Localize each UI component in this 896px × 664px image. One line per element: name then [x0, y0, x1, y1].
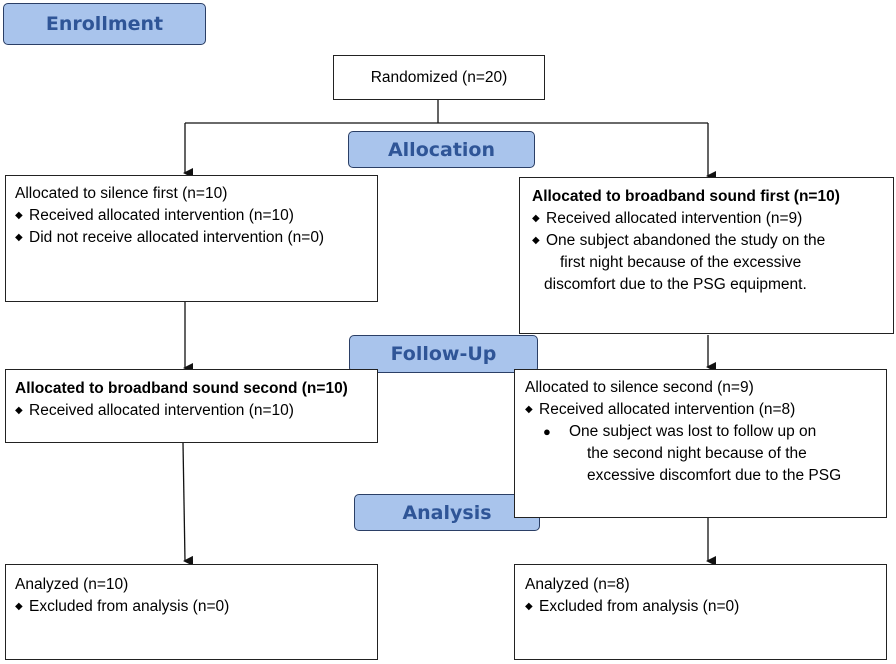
right-followup-title: Allocated to silence second (n=9): [525, 379, 754, 396]
left-allocation-box: Allocated to silence first (n=10) ◆ Rece…: [5, 175, 378, 302]
continuation-line: first night because of the excessive: [560, 254, 802, 271]
right-allocation-box: Allocated to broadband sound first (n=10…: [519, 177, 894, 334]
left-allocation-title: Allocated to silence first (n=10): [15, 185, 228, 202]
diamond-bullet-icon: ◆: [525, 601, 533, 612]
diamond-bullet-icon: ◆: [15, 601, 23, 612]
diamond-bullet-icon: ◆: [525, 404, 533, 415]
left-analysis-box: Analyzed (n=10) ◆ Excluded from analysis…: [5, 564, 378, 660]
stage-enrollment: Enrollment: [3, 3, 206, 45]
filled-circle-bullet-icon: ●: [543, 424, 551, 439]
diamond-bullet-icon: ◆: [15, 232, 23, 243]
diamond-bullet-icon: ◆: [15, 405, 23, 416]
stage-allocation: Allocation: [348, 131, 535, 168]
list-item: ◆ Received allocated intervention (n=9): [532, 208, 881, 230]
left-followup-title: Allocated to broadband sound second (n=1…: [15, 380, 348, 397]
diamond-bullet-icon: ◆: [532, 213, 540, 224]
continuation-line: the second night because of the: [587, 445, 807, 462]
list-item: ◆ Excluded from analysis (n=0): [15, 596, 368, 618]
randomized-box: Randomized (n=20): [333, 55, 545, 100]
list-item: ◆ Excluded from analysis (n=0): [525, 596, 876, 618]
list-item: ◆ Received allocated intervention (n=8): [525, 399, 876, 421]
stage-analysis: Analysis: [354, 494, 540, 531]
list-item: ◆ Received allocated intervention (n=10): [15, 400, 368, 422]
diamond-bullet-icon: ◆: [15, 210, 23, 221]
list-item: ◆ Did not receive allocated intervention…: [15, 227, 368, 249]
continuation-line: discomfort due to the PSG equipment.: [544, 276, 807, 293]
stage-follow-up: Follow-Up: [349, 335, 538, 373]
right-followup-box: Allocated to silence second (n=9) ◆ Rece…: [514, 369, 887, 518]
list-item: ◆ Received allocated intervention (n=10): [15, 205, 368, 227]
randomized-label: Randomized (n=20): [370, 68, 508, 86]
right-analysis-box: Analyzed (n=8) ◆ Excluded from analysis …: [514, 564, 887, 660]
list-item: ◆ One subject abandoned the study on the: [532, 230, 881, 252]
left-followup-box: Allocated to broadband sound second (n=1…: [5, 369, 378, 443]
sub-list-item: ● One subject was lost to follow up on: [525, 421, 876, 443]
right-allocation-title: Allocated to broadband sound first (n=10…: [532, 188, 840, 205]
left-analysis-title: Analyzed (n=10): [15, 576, 129, 593]
right-analysis-title: Analyzed (n=8): [525, 576, 630, 593]
continuation-line: excessive discomfort due to the PSG: [587, 467, 842, 484]
diamond-bullet-icon: ◆: [532, 235, 540, 246]
arrow-left-analysis: [182, 442, 194, 566]
